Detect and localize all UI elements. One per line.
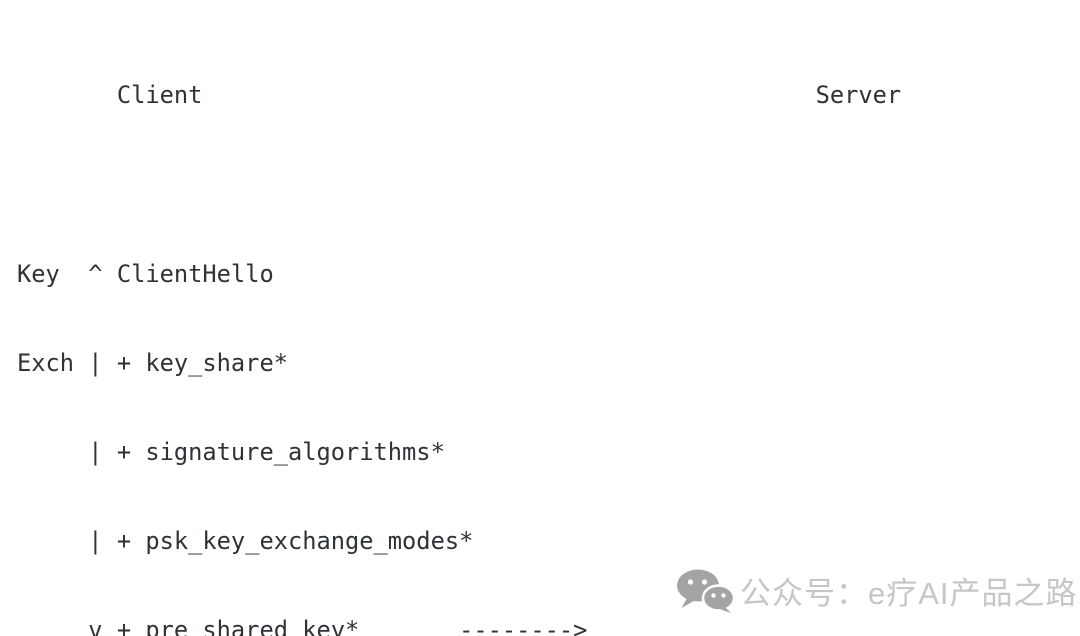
- diagram-line-blank: [17, 171, 1044, 201]
- handshake-ascii-diagram: Client Server Key ^ ClientHello Exch | +…: [17, 22, 1044, 636]
- wechat-icon: [677, 569, 734, 613]
- diagram-line-clienthello: Key ^ ClientHello: [17, 259, 274, 288]
- watermark-text: 公众号：e疗AI产品之路: [740, 576, 1078, 611]
- diagram-line-headers: Client Server: [17, 81, 902, 110]
- diagram-line-pre-shared-key-arrow: v + pre_shared_key* -------->: [17, 615, 588, 636]
- diagram-line-psk-key-exchange-modes: | + psk_key_exchange_modes*: [17, 526, 474, 555]
- watermark: 公众号：e疗AI产品之路: [676, 568, 1078, 613]
- diagram-line-signature-algorithms: | + signature_algorithms*: [17, 437, 445, 466]
- diagram-line-key-share: Exch | + key_share*: [17, 348, 288, 377]
